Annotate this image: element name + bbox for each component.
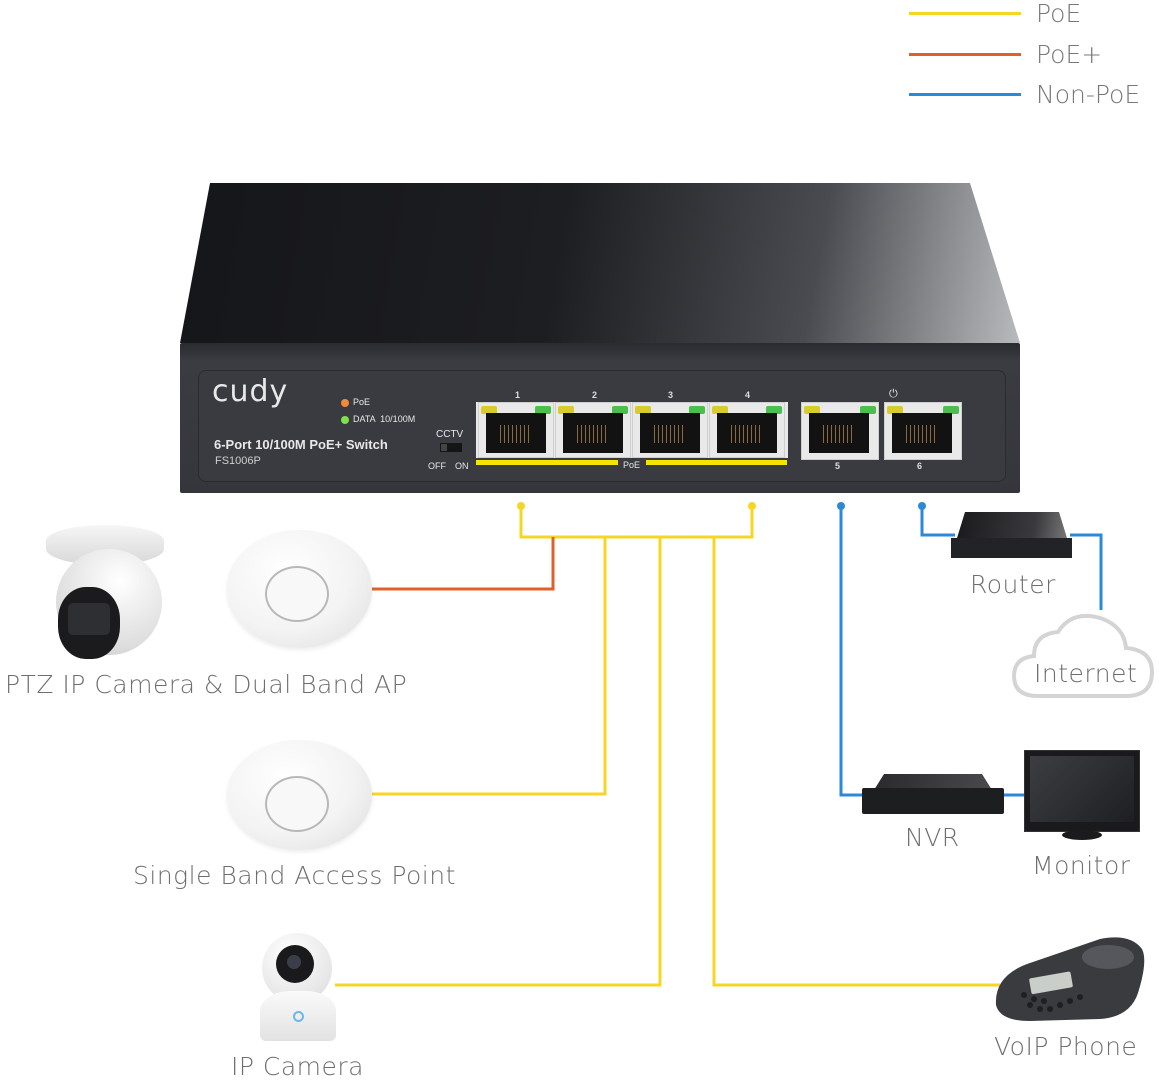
cctv-on-label: ON bbox=[455, 461, 469, 471]
non-poe-line-internet bbox=[1070, 533, 1103, 610]
nvr-front bbox=[862, 788, 1004, 814]
router-label: Router bbox=[970, 570, 1056, 599]
port-number-5: 5 bbox=[835, 461, 841, 471]
port-number-1: 1 bbox=[515, 390, 521, 400]
poe-line-single-ap bbox=[372, 537, 607, 796]
monitor-stand bbox=[1062, 830, 1102, 840]
legend-line-non-poe bbox=[909, 93, 1021, 96]
dual-band-access-point bbox=[227, 530, 372, 648]
activity-led-icon bbox=[689, 406, 705, 414]
single-band-ap-label: Single Band Access Point bbox=[133, 861, 456, 890]
poe-indicator-bar-right bbox=[646, 460, 787, 465]
led-data-label: DATA 10/100M bbox=[353, 414, 416, 424]
activity-led-icon bbox=[535, 406, 551, 414]
cctv-label: CCTV bbox=[436, 429, 464, 440]
ethernet-port-6[interactable] bbox=[884, 402, 962, 460]
link-led-icon bbox=[804, 406, 820, 414]
rj45-jack bbox=[640, 413, 700, 453]
monitor-label: Monitor bbox=[1032, 851, 1131, 880]
link-led-icon bbox=[712, 406, 728, 414]
legend-line-poe-plus bbox=[909, 53, 1021, 56]
internet-cloud-icon bbox=[1011, 613, 1155, 698]
brand-logo: cudy bbox=[212, 374, 289, 409]
port-number-6: 6 bbox=[917, 461, 923, 471]
poe-plus-line-dual-ap bbox=[372, 537, 555, 591]
ap-center-button bbox=[265, 566, 329, 622]
activity-led-icon bbox=[766, 406, 782, 414]
switch-top-cover bbox=[180, 183, 1020, 343]
ethernet-port-1[interactable] bbox=[478, 402, 554, 458]
poe-connector-dot-4 bbox=[748, 502, 756, 510]
monitor-screen bbox=[1024, 750, 1140, 832]
ethernet-port-3[interactable] bbox=[632, 402, 708, 458]
nvr-top bbox=[874, 774, 992, 790]
ip-camera bbox=[260, 933, 336, 1043]
product-name: 6-Port 10/100M PoE+ Switch bbox=[214, 437, 388, 452]
link-led-icon bbox=[887, 406, 903, 414]
link-led-icon bbox=[635, 406, 651, 414]
non-poe-connector-dot-5 bbox=[837, 502, 845, 510]
cctv-switch-knob bbox=[441, 444, 447, 451]
poe-led-icon bbox=[341, 399, 349, 407]
link-led-icon bbox=[558, 406, 574, 414]
legend-line-poe bbox=[909, 12, 1021, 15]
port-number-3: 3 bbox=[668, 390, 674, 400]
cctv-switch[interactable] bbox=[440, 443, 462, 452]
poe-line-ip-camera bbox=[335, 537, 662, 987]
legend-label-poe-plus: PoE+ bbox=[1036, 40, 1103, 69]
non-poe-connector-dot-6 bbox=[918, 502, 926, 510]
ethernet-port-2[interactable] bbox=[555, 402, 631, 458]
poe-connector-dot-1 bbox=[517, 502, 525, 510]
voip-phone-icon bbox=[995, 937, 1145, 1021]
rj45-jack bbox=[809, 413, 869, 453]
rj45-jack bbox=[892, 413, 952, 453]
ptz-ip-camera bbox=[42, 525, 167, 660]
status-light-icon bbox=[293, 1011, 304, 1022]
ptz-camera-dual-ap-label: PTZ IP Camera & Dual Band AP bbox=[5, 670, 408, 699]
activity-led-icon bbox=[612, 406, 628, 414]
link-led-icon bbox=[481, 406, 497, 414]
monitor bbox=[1024, 750, 1140, 842]
router-top bbox=[957, 512, 1067, 538]
model-number: FS1006P bbox=[215, 455, 261, 467]
ap-center-button bbox=[265, 776, 329, 832]
legend-label-poe: PoE bbox=[1036, 0, 1082, 28]
router-front bbox=[951, 538, 1072, 558]
camera-lens-icon bbox=[68, 603, 110, 635]
legend-label-non-poe: Non-PoE bbox=[1036, 80, 1141, 109]
led-poe-label: PoE bbox=[353, 397, 371, 407]
voip-phone-label: VoIP Phone bbox=[994, 1032, 1138, 1061]
poe-indicator-bar-left bbox=[476, 460, 618, 465]
camera-lens-glass bbox=[287, 955, 301, 969]
poe-line-bus bbox=[519, 507, 754, 539]
activity-led-icon bbox=[860, 406, 876, 414]
nvr-label: NVR bbox=[905, 823, 960, 852]
poe-bar-label: PoE bbox=[623, 460, 641, 470]
poe-line-voip bbox=[712, 537, 1000, 987]
rj45-jack bbox=[486, 413, 546, 453]
non-poe-line-nvr bbox=[839, 507, 864, 797]
rj45-jack bbox=[717, 413, 777, 453]
activity-led-icon bbox=[943, 406, 959, 414]
internet-label: Internet bbox=[1034, 659, 1138, 688]
monitor-display bbox=[1030, 756, 1134, 822]
port-number-2: 2 bbox=[592, 390, 598, 400]
ethernet-port-4[interactable] bbox=[709, 402, 785, 458]
data-led-icon bbox=[341, 416, 349, 424]
router bbox=[951, 512, 1072, 560]
rj45-jack bbox=[563, 413, 623, 453]
ethernet-port-5[interactable] bbox=[801, 402, 879, 460]
single-band-access-point bbox=[227, 740, 372, 850]
ip-camera-label: IP Camera bbox=[231, 1052, 365, 1081]
non-poe-line-router bbox=[920, 507, 955, 537]
port-number-4: 4 bbox=[745, 390, 751, 400]
nvr bbox=[862, 774, 1004, 816]
power-icon: ⏻ bbox=[889, 387, 898, 400]
cctv-off-label: OFF bbox=[428, 461, 446, 471]
